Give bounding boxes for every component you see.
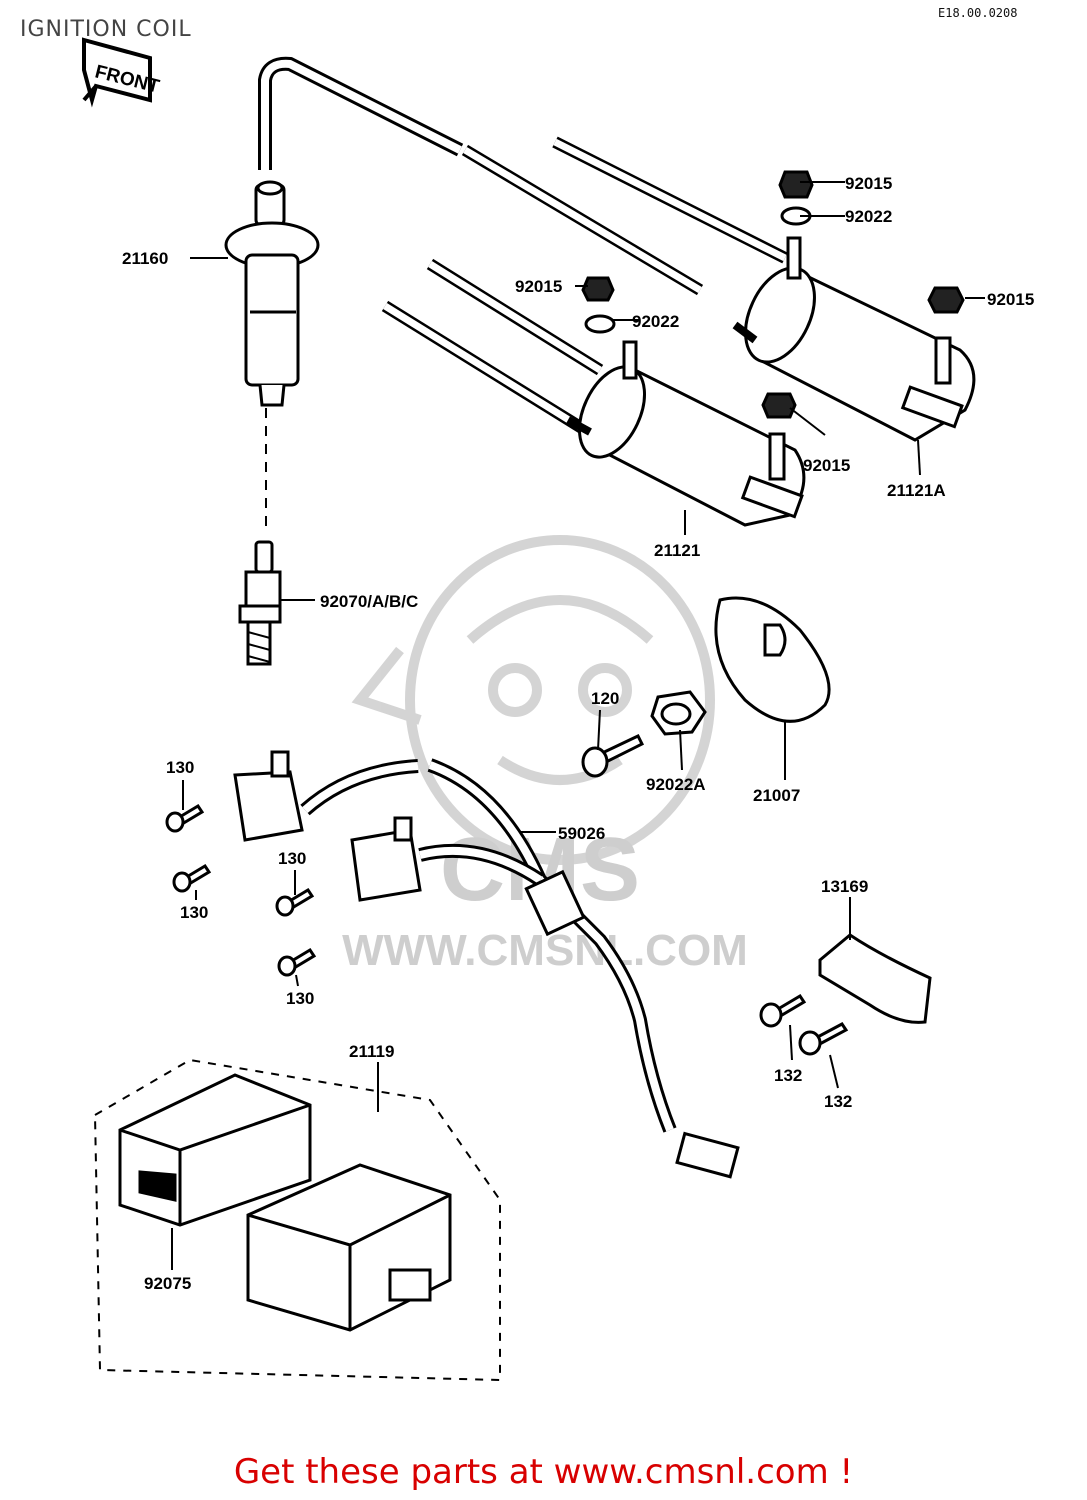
callout-21121: 21121 [654,541,700,560]
callout-21160: 21160 [122,249,168,268]
pickup-coils [235,752,738,1177]
watermark-mascot-icon [351,535,715,865]
part-callouts: 21160 92015 92022 92015 92022 92015 9201… [122,174,1034,1293]
ignition-coil-21121a [732,238,974,440]
ht-leads [385,142,785,430]
callout-92022a: 92022A [646,775,706,794]
callout-21119: 21119 [349,1042,394,1061]
diagram-code: E18.00.0208 [938,6,1018,20]
callout-130-a: 130 [166,758,194,777]
callout-59026: 59026 [558,824,605,843]
callout-92022-b: 92022 [632,312,679,331]
ignition-coil-21121 [566,342,804,525]
front-arrow: FRONT [82,37,162,108]
callout-92075: 92075 [144,1274,191,1293]
callout-92015-c: 92015 [987,290,1034,309]
callout-120: 120 [591,689,619,708]
callout-92015-a: 92015 [845,174,892,193]
callout-92070: 92070/A/B/C [320,592,418,611]
page-title: IGNITION COIL [20,17,192,42]
callout-132-a: 132 [774,1066,802,1085]
bracket [761,935,930,1054]
callout-92015-d: 92015 [803,456,850,475]
bolt-and-nut [583,692,705,776]
callout-21121a: 21121A [887,481,946,500]
pickup-plate [716,598,829,721]
callout-130-c: 130 [180,903,208,922]
watermark-site: WWW.CMSNL.COM [342,926,748,975]
callout-13169: 13169 [821,877,868,896]
callout-130-d: 130 [286,989,314,1008]
callout-92015-b: 92015 [515,277,562,296]
bolts-130 [167,806,314,975]
callout-21007: 21007 [753,786,800,805]
spark-plug [240,542,280,664]
leader-lines [171,181,985,1270]
spark-plug-cap [226,64,460,405]
callout-92022-a: 92022 [845,207,892,226]
igniter-group [95,1060,500,1380]
callout-130-b: 130 [278,849,306,868]
callout-132-b: 132 [824,1092,852,1111]
footer-shop-link[interactable]: Get these parts at www.cmsnl.com ! [233,1452,854,1492]
nuts-washers [583,172,963,417]
